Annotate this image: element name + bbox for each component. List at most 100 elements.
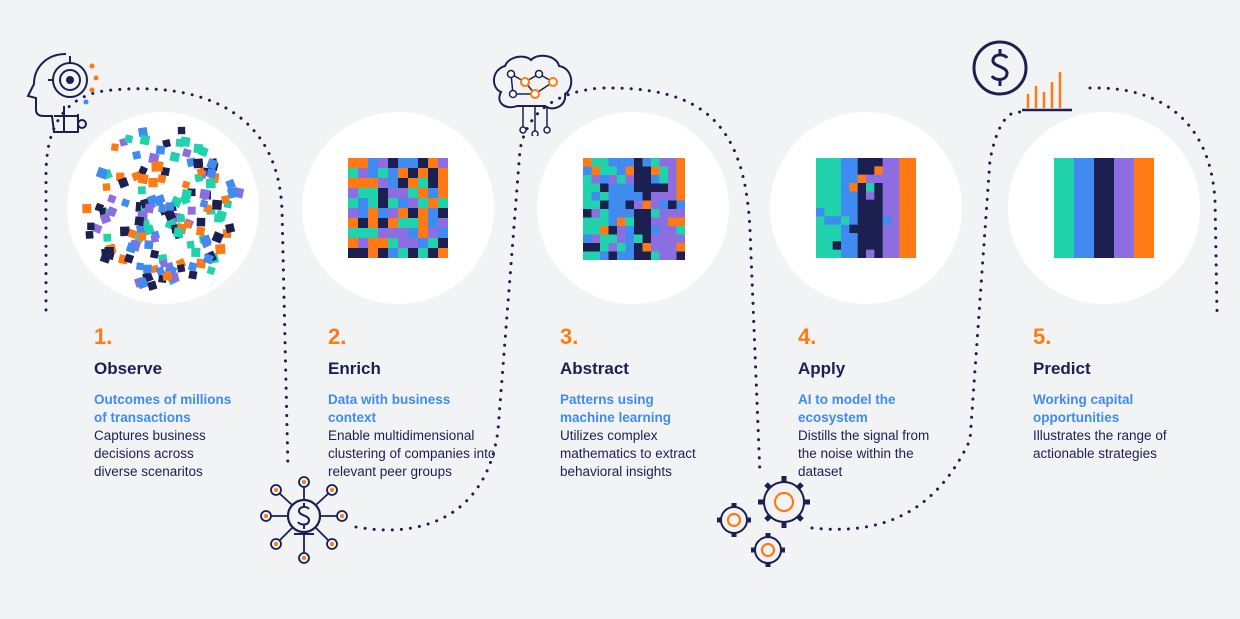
pixel-square: [832, 241, 842, 250]
step-subtitle: Working capital opportunities: [1033, 392, 1134, 425]
pixel-square: [348, 168, 358, 178]
network-brain-icon: [493, 54, 573, 136]
pixel-square: [176, 264, 186, 273]
step-subtitle: Outcomes of millions of transactions: [94, 392, 232, 425]
step-title: Apply: [798, 359, 846, 378]
dollar-network-icon: [260, 476, 348, 564]
pixel-square: [617, 166, 626, 175]
pixel-square: [408, 178, 418, 188]
pixel-square: [583, 251, 592, 260]
pixel-square: [676, 226, 685, 235]
pixel-square: [215, 243, 226, 255]
pixel-square: [617, 243, 626, 252]
pixel-square: [824, 199, 833, 209]
pixel-square: [816, 249, 825, 258]
pixel-square: [676, 200, 685, 209]
pixel-square: [882, 233, 892, 242]
pixel-square: [866, 199, 875, 209]
pixel-square: [82, 203, 92, 214]
pixel-square: [608, 209, 617, 218]
pixel-square: [608, 234, 617, 243]
pixel-square: [181, 148, 192, 158]
pixel-square: [866, 158, 875, 167]
pixel-square: [882, 158, 892, 167]
pixel-square: [438, 178, 448, 188]
pixel-square: [634, 175, 643, 184]
pixel-square: [866, 224, 875, 234]
pixel-square: [634, 183, 643, 192]
pixel-square: [676, 175, 685, 184]
pixel-square: [832, 191, 842, 200]
pixel-square: [191, 247, 201, 257]
pixel-square: [651, 217, 660, 226]
pixel-square: [187, 206, 196, 215]
pixel-square: [583, 200, 592, 209]
pixel-square: [123, 253, 135, 264]
pixel-square: [206, 168, 217, 179]
pixel-square: [659, 243, 668, 252]
pixel-square: [608, 158, 617, 167]
pixel-square: [583, 226, 592, 235]
pixel-square: [193, 158, 204, 169]
pixel-square: [857, 191, 867, 200]
pixel-square: [87, 222, 95, 230]
pixel-square: [625, 166, 634, 175]
pixel-square: [866, 249, 875, 258]
pixel-square: [600, 158, 609, 167]
pixel-square: [608, 251, 617, 260]
pixel-square: [907, 224, 916, 234]
pixel-square: [824, 216, 833, 225]
pixel-square: [103, 233, 112, 242]
pixel-square: [1094, 158, 1114, 258]
pixel-square: [159, 259, 169, 269]
pixel-square: [137, 186, 146, 195]
pixel-square: [874, 224, 883, 234]
pixel-square: [634, 243, 643, 252]
pixel-square: [882, 166, 892, 175]
pixel-square: [617, 200, 626, 209]
pixel-square: [651, 192, 660, 201]
pixel-square: [428, 228, 438, 238]
pixel-square: [358, 188, 368, 198]
step-description: Distills the signal from the noise withi…: [798, 428, 930, 479]
pixel-square: [634, 166, 643, 175]
pixel-square: [600, 209, 609, 218]
pixel-square: [600, 175, 609, 184]
pixel-square: [378, 238, 388, 248]
step-number: 3.: [560, 324, 579, 349]
pixel-square: [138, 165, 148, 176]
pixel-square: [95, 166, 109, 180]
pixel-square: [816, 208, 825, 217]
pixel-square: [899, 216, 908, 225]
pixel-square: [857, 224, 867, 234]
pixel-square: [368, 178, 378, 188]
pixel-square: [882, 174, 892, 184]
pixel-square: [608, 226, 617, 235]
pixel-square: [907, 233, 916, 242]
pixel-square: [816, 233, 825, 242]
pixel-square: [824, 233, 833, 242]
pixel-square: [155, 145, 166, 155]
pixel-square: [668, 234, 677, 243]
pixel-square: [600, 217, 609, 226]
pixel-square: [866, 166, 875, 175]
pixel-square: [659, 166, 668, 175]
pixel-square: [179, 136, 191, 148]
pixel-square: [824, 191, 833, 200]
step-abstract: 3. Abstract Patterns using machine learn…: [560, 325, 730, 481]
pixel-square: [634, 234, 643, 243]
pixel-square: [348, 198, 358, 208]
pixel-square: [841, 183, 850, 192]
pixel-square: [358, 228, 368, 238]
pixel-square: [907, 158, 916, 167]
pixel-square: [378, 208, 388, 218]
pixel-square: [874, 216, 883, 225]
pixel-square: [358, 208, 368, 218]
dollar-chart-icon: [972, 40, 1072, 112]
pixel-square: [165, 202, 175, 211]
pixel-square: [438, 158, 448, 168]
pixel-square: [438, 218, 448, 228]
pixel-square: [408, 208, 418, 218]
pixel-square: [849, 191, 858, 200]
pixel-square: [659, 226, 668, 235]
